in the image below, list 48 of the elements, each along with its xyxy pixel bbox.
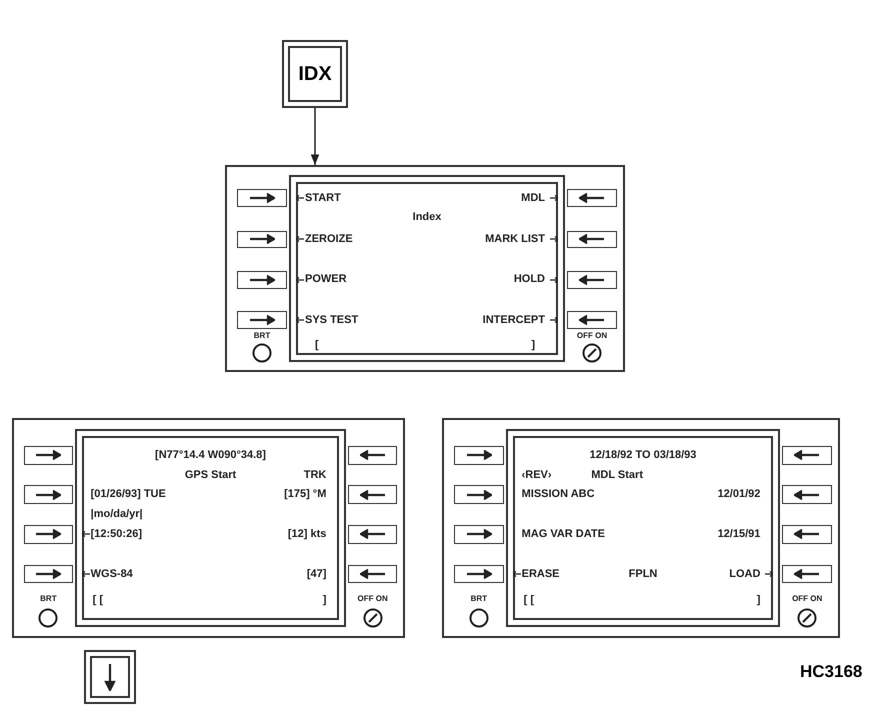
- screen-text: 12/18/92 TO 03/18/93: [590, 448, 696, 462]
- screen-text: MAG VAR DATE: [522, 528, 605, 541]
- screen-text: MARK LIST: [485, 232, 545, 246]
- display-unit: [442, 418, 840, 638]
- screen-text: ]: [756, 594, 760, 607]
- screen-text: ]: [531, 338, 535, 352]
- screen-text: START: [305, 192, 341, 205]
- display-unit: [12, 418, 405, 638]
- screen-text: [ [: [524, 594, 534, 607]
- screen-text: SYS TEST: [305, 314, 358, 327]
- screen-text: [N77°14.4 W090°34.8]: [155, 448, 266, 462]
- screen-text: HOLD: [514, 273, 545, 286]
- screen-text: FPLN: [628, 568, 658, 580]
- key-button: IDX: [282, 40, 348, 108]
- knob-label: OFF ON: [358, 594, 388, 603]
- screen-text: MDL: [521, 192, 545, 205]
- screen-text: ]: [322, 594, 326, 607]
- screen-text: LOAD: [729, 568, 760, 580]
- screen-text: [47]: [306, 568, 326, 580]
- key-button: [84, 650, 136, 704]
- screen-text: [ [: [92, 594, 103, 607]
- screen-text: [12:50:26]: [90, 528, 142, 541]
- screen-text: Index: [412, 211, 442, 224]
- figure-number: HC3168: [800, 662, 862, 682]
- screen-text: TRK: [304, 468, 326, 482]
- screen-text: [12] kts: [288, 528, 326, 541]
- screen-text: INTERCEPT: [482, 314, 545, 327]
- knob-label: BRT: [254, 330, 270, 340]
- screen-text: MDL Start: [591, 468, 643, 482]
- screen-text: ERASE: [522, 568, 560, 580]
- screen-text: POWER: [305, 273, 347, 286]
- screen-text: [: [315, 338, 319, 352]
- screen-text: 12/15/91: [718, 528, 760, 541]
- screen-text: WGS-84: [90, 568, 133, 580]
- screen-text: 12/01/92: [718, 488, 760, 502]
- screen-text: MISSION ABC: [522, 488, 595, 502]
- knob-label: BRT: [40, 594, 57, 603]
- knob-label: OFF ON: [576, 330, 608, 340]
- knob-label: BRT: [470, 594, 488, 603]
- screen-text: GPS Start: [184, 468, 236, 482]
- screen-text: ‹REV›: [522, 468, 552, 482]
- display-unit: [225, 165, 625, 372]
- screen-text: |mo/da/yr|: [90, 508, 143, 522]
- screen-text: [175] °M: [284, 488, 326, 502]
- knob-label: OFF ON: [792, 594, 822, 603]
- screen-text: ZEROIZE: [305, 232, 353, 246]
- screen-text: [01/26/93] TUE: [90, 488, 166, 502]
- arrow: [310, 108, 320, 165]
